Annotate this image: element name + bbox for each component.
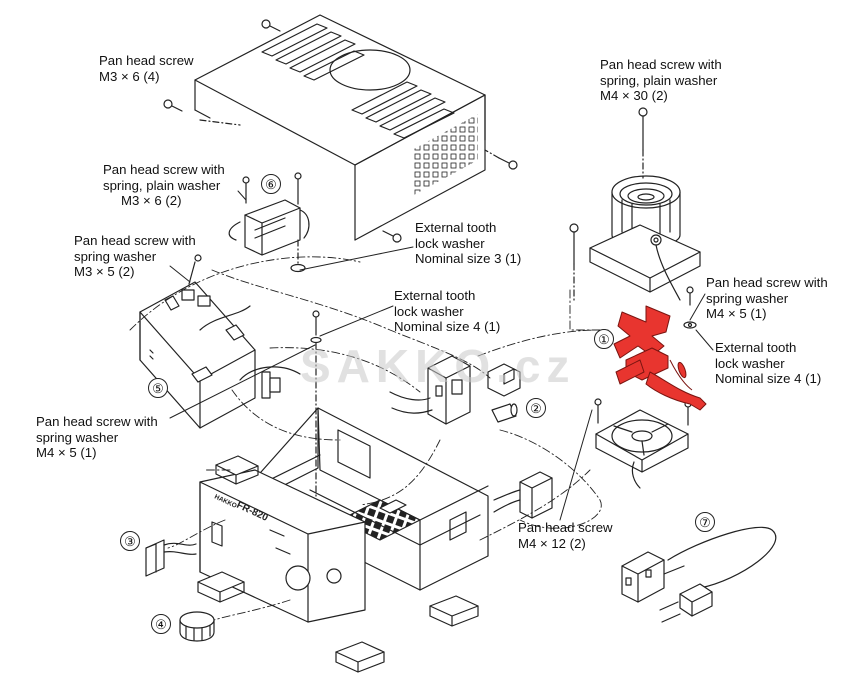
cover-screw-right <box>484 149 518 170</box>
m4x30-screw-left <box>569 223 579 301</box>
label-pan-m3x6: Pan head screw M3 × 6 (4) <box>99 53 194 84</box>
power-switch <box>145 539 197 577</box>
label-pan-spring-m4x5-left: Pan head screw with spring washer M4 × 5… <box>36 414 158 461</box>
label-line: Pan head screw with <box>74 233 196 248</box>
ac-inlet <box>493 471 553 519</box>
pcb-screw-upper <box>188 254 202 285</box>
callout-5: ⑤ <box>148 378 168 398</box>
label-line: M4 × 12 (2) <box>518 535 586 551</box>
control-knob <box>179 611 215 642</box>
label-line: lock washer <box>415 235 485 251</box>
label-pan-spring-m4x5-right: Pan head screw with spring washer M4 × 5… <box>706 275 828 322</box>
label-line: Pan head screw <box>99 53 194 68</box>
foot-2 <box>197 571 245 603</box>
foot-1 <box>215 455 259 485</box>
label-line: M4 × 5 (1) <box>36 445 97 460</box>
callout-6: ⑥ <box>261 174 281 194</box>
label-line: M3 × 6 (2) <box>121 193 182 208</box>
callout-2: ② <box>526 398 546 418</box>
foot-3 <box>429 595 479 627</box>
label-line: M3 × 6 (4) <box>99 68 160 84</box>
label-line: Pan head screw <box>518 520 613 535</box>
watermark: SAKKO.cz <box>300 340 575 392</box>
cover-slots <box>261 23 455 139</box>
fan-shroud <box>589 175 701 301</box>
cover-screw-left <box>163 99 183 112</box>
label-pan-spring-m3x5: Pan head screw with spring washer M3 × 5… <box>74 233 196 280</box>
m4x30-screw <box>638 107 648 179</box>
label-line: Nominal size 4 (1) <box>394 319 501 334</box>
callout-7: ⑦ <box>695 512 715 532</box>
label-line: spring washer <box>36 429 119 445</box>
cover-screw-top <box>261 19 281 32</box>
label-ext-washer-4-right: External tooth lock washer Nominal size … <box>715 340 821 387</box>
label-pan-spring-plain-m4x30: Pan head screw with spring, plain washer… <box>600 57 722 104</box>
label-line: External tooth <box>715 340 797 355</box>
label-line: Pan head screw with <box>600 57 722 72</box>
label-line: Pan head screw with <box>36 414 158 429</box>
fuse <box>491 403 518 423</box>
label-line: Nominal size 3 (1) <box>415 251 522 266</box>
label-line: lock washer <box>394 303 464 319</box>
label-ext-washer-4-center: External tooth lock washer Nominal size … <box>394 288 500 335</box>
fan-ground-screw <box>683 286 697 329</box>
m4x12-screw-left <box>594 398 602 424</box>
label-line: spring washer <box>706 290 789 306</box>
label-pan-spring-plain-m3x6: Pan head screw with spring, plain washer… <box>103 162 225 209</box>
callout-3: ③ <box>120 531 140 551</box>
label-line: spring, plain washer <box>103 177 221 193</box>
label-line: Pan head screw with <box>103 162 225 177</box>
washer-nominal-3 <box>290 239 306 273</box>
callout-4: ④ <box>151 614 171 634</box>
label-line: spring, plain washer <box>600 72 718 88</box>
label-pan-m4x12: Pan head screw M4 × 12 (2) <box>518 520 613 551</box>
leader-lines <box>169 190 714 521</box>
foot-4 <box>335 641 385 673</box>
label-line: spring washer <box>74 248 157 264</box>
connector-socket <box>389 355 521 425</box>
label-line: External tooth <box>415 220 497 235</box>
front-panel <box>199 469 366 623</box>
fan-unit <box>595 409 689 489</box>
label-line: Pan head screw with <box>706 275 828 290</box>
label-line: Nominal size 4 (1) <box>715 371 822 386</box>
power-cord <box>621 526 777 623</box>
callout-1: ① <box>594 329 614 349</box>
label-line: lock washer <box>715 355 785 371</box>
label-line: External tooth <box>394 288 476 303</box>
label-line: M4 × 30 (2) <box>600 88 668 103</box>
center-screw <box>310 310 322 501</box>
label-line: M3 × 5 (2) <box>74 264 135 279</box>
assembly-guides <box>129 256 609 621</box>
cover-screw-bottom <box>382 230 402 243</box>
label-ext-washer-3: External tooth lock washer Nominal size … <box>415 220 521 267</box>
heater-sleeve-highlight <box>613 305 707 411</box>
label-line: M4 × 5 (1) <box>706 306 767 321</box>
pcb-board <box>139 281 301 429</box>
top-cover <box>194 14 486 241</box>
transformer <box>228 172 310 256</box>
